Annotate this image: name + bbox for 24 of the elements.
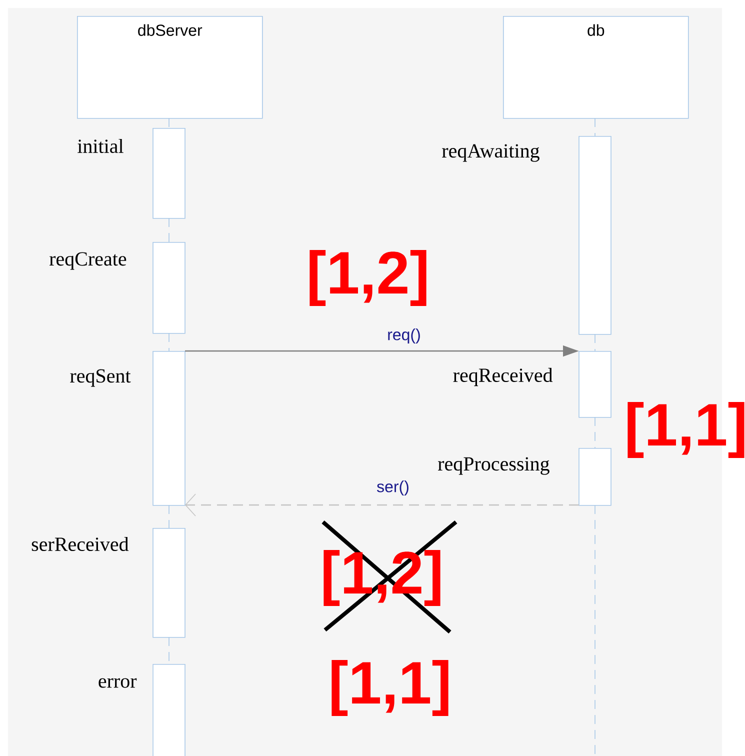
state-label: initial — [78, 138, 124, 154]
lifeline-head: db — [503, 16, 689, 119]
message-label: ser() — [377, 480, 408, 496]
lifeline-head: dbServer — [77, 16, 263, 119]
message-label: req() — [388, 328, 420, 344]
state-label: reqProcessing — [438, 457, 550, 475]
lifeline — [594, 504, 596, 756]
multiplicity-label: [1,2] — [310, 250, 426, 306]
state-label: reqCreate — [49, 252, 126, 270]
state-label: reqReceived — [453, 368, 553, 386]
state-label: reqAwaiting — [442, 144, 540, 162]
lifeline — [168, 504, 170, 528]
lifeline — [168, 332, 170, 352]
state-label: reqSent — [70, 369, 131, 387]
state-label: error — [98, 678, 137, 688]
message-arrow — [185, 494, 579, 516]
lifeline — [594, 416, 596, 448]
lifeline — [168, 218, 170, 242]
state-label: serReceived — [32, 536, 129, 552]
lifeline — [594, 118, 596, 136]
multiplicity-label: [1,1] — [628, 402, 744, 458]
lifeline — [168, 118, 170, 128]
multiplicity-label: [1,1] — [332, 660, 448, 716]
lifeline — [594, 334, 596, 352]
